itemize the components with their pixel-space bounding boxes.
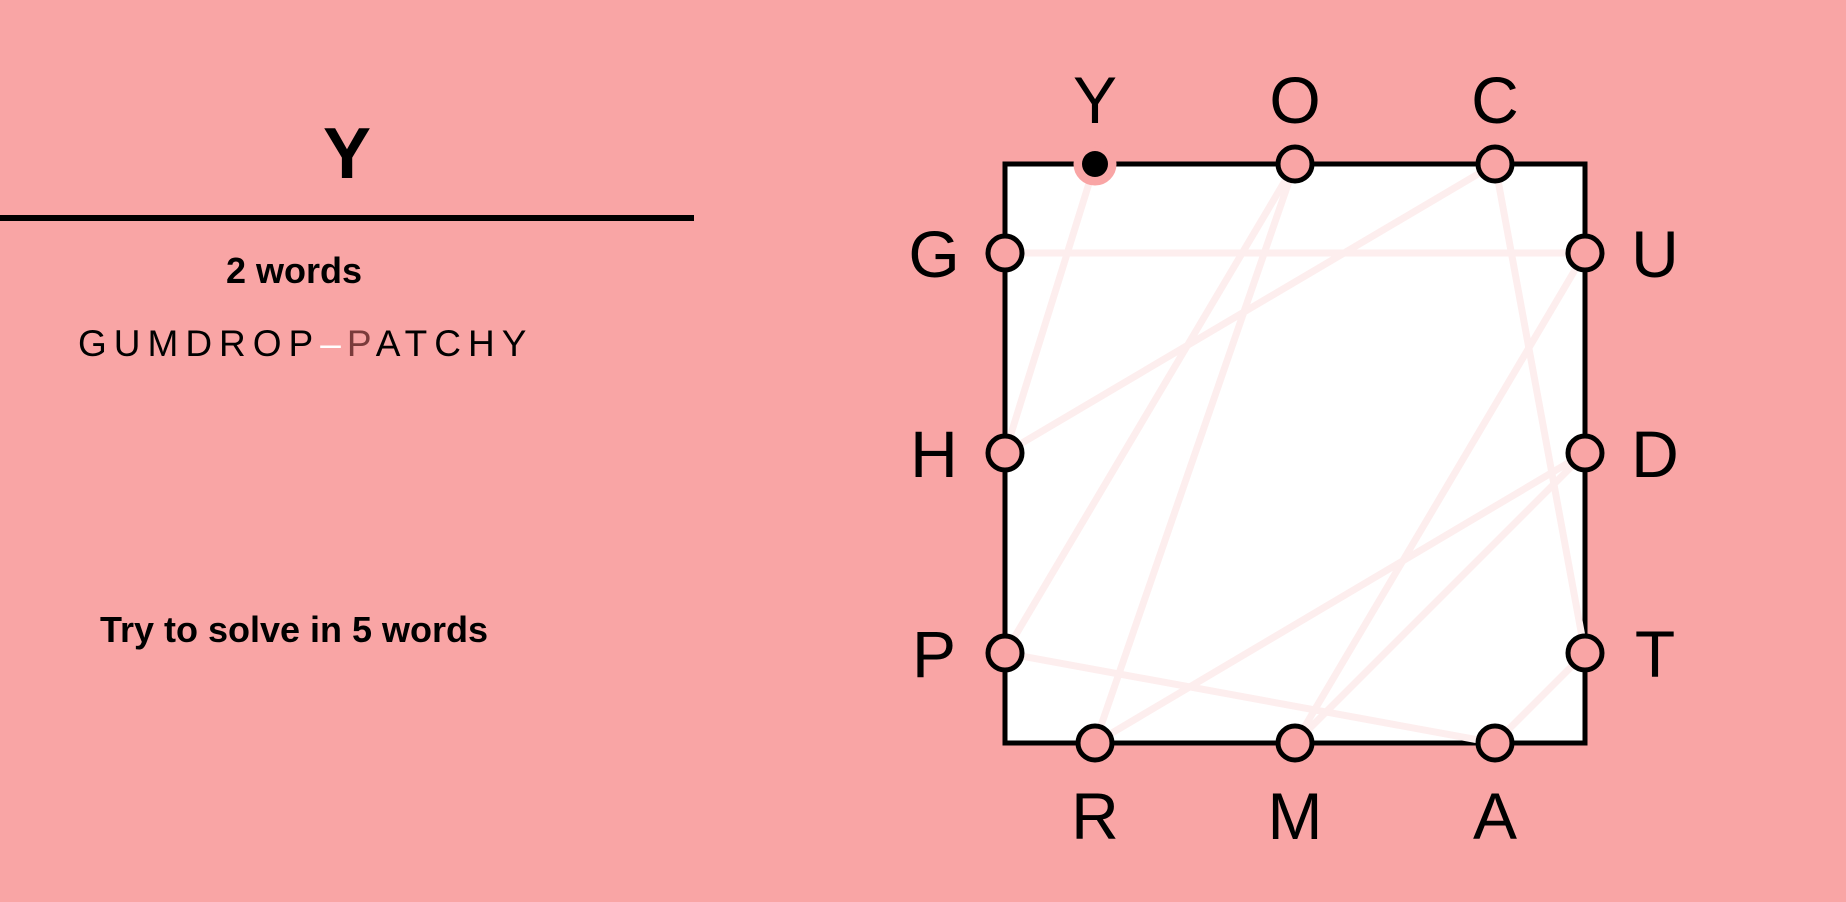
letter-node-o[interactable]: O: [1269, 63, 1321, 184]
letter-nodes: Y O C U D T R M A G H P: [908, 63, 1679, 853]
node-circle[interactable]: [1565, 633, 1605, 673]
found-word: GUMDROP: [78, 323, 320, 364]
letter-label[interactable]: G: [908, 217, 959, 291]
found-word-rest: ATCHY: [375, 323, 534, 364]
current-word-underline: [0, 215, 694, 221]
node-circle[interactable]: [1475, 723, 1515, 763]
letter-label[interactable]: O: [1269, 63, 1320, 137]
letter-node-h[interactable]: H: [910, 417, 1025, 491]
word-separator: –: [320, 323, 343, 364]
letter-label[interactable]: R: [1071, 779, 1119, 853]
found-word-first-letter: G: [78, 323, 114, 364]
node-circle[interactable]: [985, 233, 1025, 273]
letter-node-r[interactable]: R: [1071, 723, 1119, 853]
word-panel: Y 2 words GUMDROP–PATCHY Try to solve in…: [0, 0, 694, 902]
letter-label[interactable]: M: [1268, 779, 1323, 853]
word-path-line: [1001, 160, 1589, 747]
letter-label[interactable]: P: [912, 617, 956, 691]
node-circle[interactable]: [1475, 144, 1515, 184]
letter-node-t[interactable]: T: [1565, 617, 1675, 691]
found-word-first-letter: P: [346, 323, 376, 364]
found-word: PATCHY: [347, 323, 534, 364]
letter-label[interactable]: H: [910, 417, 958, 491]
selected-node-marker: [1082, 151, 1108, 177]
found-word-rest: UMDROP: [113, 323, 321, 364]
letter-label[interactable]: U: [1631, 217, 1679, 291]
letter-node-c[interactable]: C: [1471, 63, 1519, 184]
goal-text: Try to solve in 5 words: [99, 609, 489, 650]
letter-label[interactable]: A: [1473, 779, 1517, 853]
letter-node-u[interactable]: U: [1565, 217, 1679, 291]
board-square: [1002, 161, 1588, 746]
letter-node-g[interactable]: G: [908, 217, 1025, 291]
letter-label[interactable]: T: [1635, 617, 1675, 691]
letter-label[interactable]: Y: [1073, 63, 1117, 137]
letter-label[interactable]: D: [1631, 417, 1679, 491]
letter-label[interactable]: C: [1471, 63, 1519, 137]
letter-node-a[interactable]: A: [1473, 723, 1517, 853]
node-circle[interactable]: [1275, 723, 1315, 763]
node-circle[interactable]: [1565, 433, 1605, 473]
words-count: 2 words: [225, 250, 363, 291]
node-circle[interactable]: [1275, 144, 1315, 184]
node-circle[interactable]: [985, 633, 1025, 673]
found-words-list: GUMDROP–PATCHY: [78, 322, 533, 366]
current-word: Y: [322, 114, 372, 194]
letter-node-p[interactable]: P: [912, 617, 1025, 691]
letter-node-m[interactable]: M: [1268, 723, 1323, 853]
node-circle[interactable]: [985, 433, 1025, 473]
letter-node-d[interactable]: D: [1565, 417, 1679, 491]
letter-node-y[interactable]: Y: [1073, 63, 1117, 186]
node-circle[interactable]: [1075, 723, 1115, 763]
node-circle[interactable]: [1565, 233, 1605, 273]
